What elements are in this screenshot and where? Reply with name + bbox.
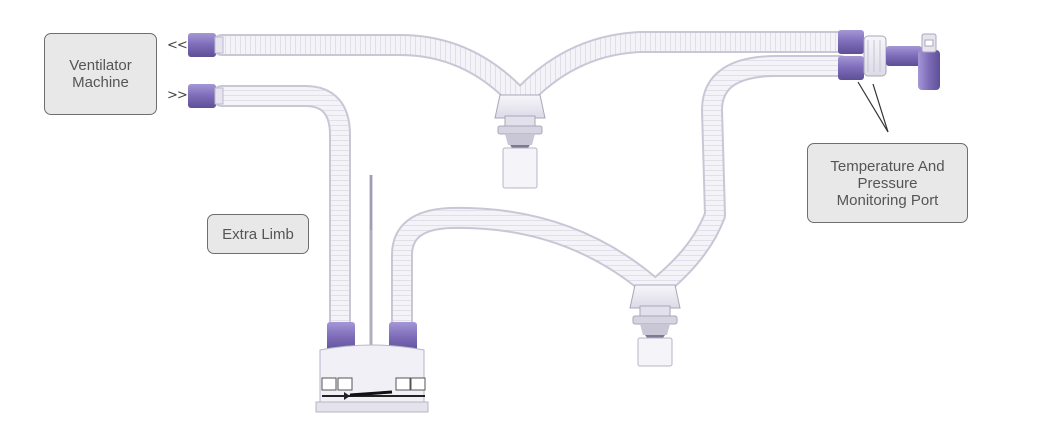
port-pointer-lines	[857, 81, 889, 133]
ventilator-connector-bottom	[188, 84, 224, 108]
extra-limb-label-text: Extra Limb	[222, 225, 294, 243]
water-trap-lower	[629, 284, 681, 367]
water-trap-upper	[494, 94, 546, 189]
expiratory-tube	[391, 54, 851, 336]
ventilator-label-line-2: Machine	[72, 74, 129, 91]
inspiratory-direction-marker: <<	[167, 38, 188, 53]
ventilator-connector-top	[188, 33, 224, 57]
patient-y-piece	[838, 30, 940, 90]
extra-limb-label: Extra Limb	[207, 214, 309, 254]
humidifier-chamber	[315, 175, 429, 413]
ventilator-label-line-1: Ventilator	[69, 57, 132, 74]
monitoring-port-label: Temperature And Pressure Monitoring Port	[807, 143, 968, 223]
port-label-line-2: Pressure	[857, 174, 918, 192]
ventilator-machine-label: Ventilator Machine	[44, 33, 157, 115]
port-label-line-3: Monitoring Port	[836, 191, 939, 209]
port-label-line-1: Temperature And	[830, 157, 945, 175]
expiratory-direction-marker: >>	[167, 88, 188, 103]
extra-limb-tube	[211, 85, 351, 336]
